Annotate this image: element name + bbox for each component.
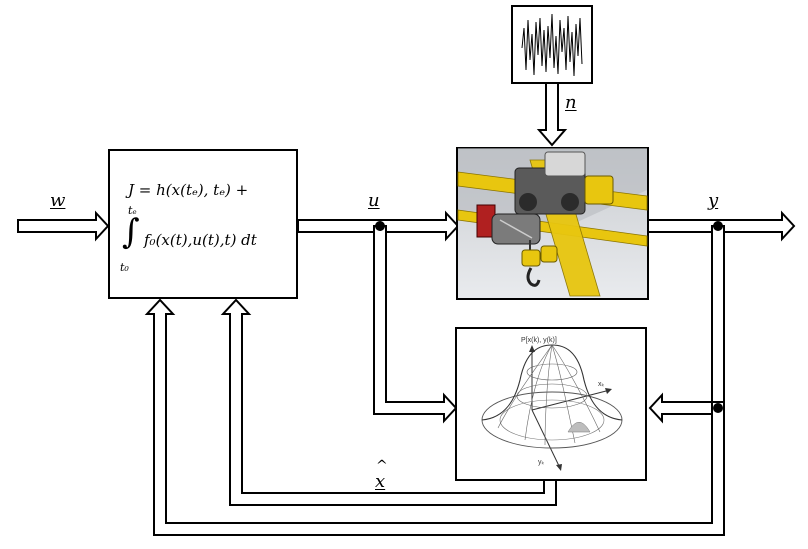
label-y: y bbox=[708, 190, 719, 211]
arrow-n-noise bbox=[536, 82, 568, 147]
junction-dot-u bbox=[375, 221, 385, 231]
arrow-y-to-estimator bbox=[648, 225, 725, 424]
arrow-w-input bbox=[17, 210, 110, 242]
integral-sign: ∫ bbox=[122, 212, 140, 252]
estimator-block bbox=[455, 327, 647, 481]
estimator-xlabel: xₖ bbox=[598, 381, 605, 388]
arrow-y-feedback bbox=[144, 298, 725, 536]
label-u: u bbox=[368, 190, 380, 211]
junction-dot-y-lower bbox=[713, 403, 723, 413]
junction-dot-y bbox=[713, 221, 723, 231]
label-x-hat: x bbox=[375, 471, 386, 492]
integral-lower-limit: t₀ bbox=[120, 261, 129, 274]
crane-image bbox=[456, 147, 649, 300]
estimator-zlabel: P[x(k), y(k)] bbox=[521, 337, 557, 344]
arrow-u-to-estimator bbox=[373, 225, 458, 424]
controller-block: J = h(x(tₑ), tₑ) + tₑ ∫ t₀ f₀(x(t),u(t),… bbox=[108, 149, 298, 299]
integral-upper-limit: tₑ bbox=[128, 204, 137, 217]
hat-accent: ^ bbox=[376, 458, 388, 474]
noise-block bbox=[511, 5, 593, 84]
label-w: w bbox=[50, 190, 66, 211]
arrow-xhat-feedback bbox=[220, 298, 557, 506]
label-n: n bbox=[565, 92, 577, 113]
cost-function-line1: J = h(x(tₑ), tₑ) + bbox=[128, 181, 249, 199]
estimator-ylabel: yₖ bbox=[538, 459, 545, 466]
noise-signal bbox=[521, 13, 583, 77]
cost-function-line2: f₀(x(t),u(t),t) dt bbox=[144, 231, 257, 249]
